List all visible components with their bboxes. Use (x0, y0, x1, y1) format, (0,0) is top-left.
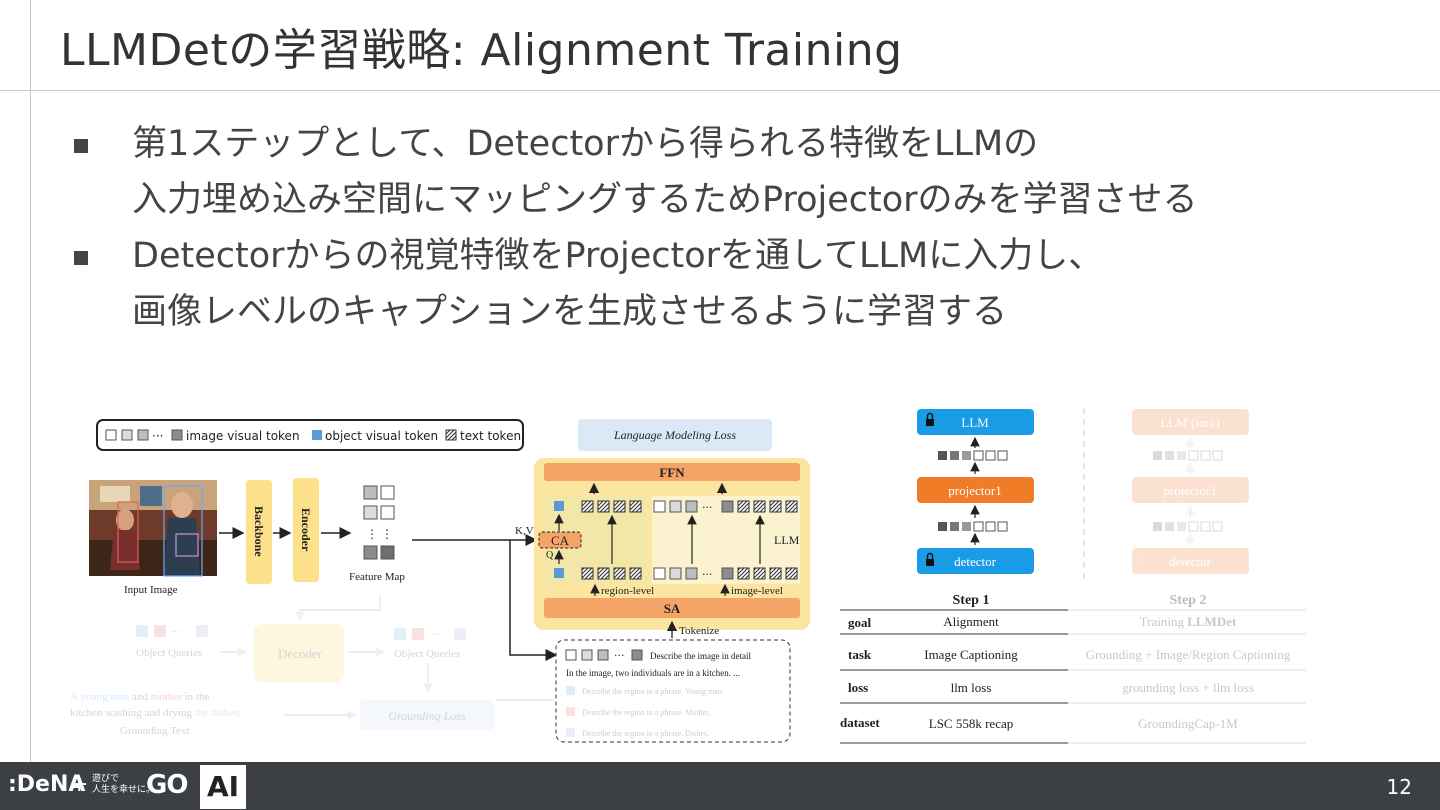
kv-label: K,V (515, 525, 534, 537)
svg-text:⋮ ⋮: ⋮ ⋮ (366, 527, 393, 541)
bullet-line: 画像レベルのキャプションを生成させるように学習する (132, 292, 1008, 332)
faded-region-prompts: Describe the region in a phrase. Young m… (566, 686, 724, 738)
bullet-line: 第1ステップとして、Detectorから得られる特徴をLLMの (132, 124, 1039, 164)
square-bullet-icon (74, 139, 88, 153)
object-queries-label-2: Object Queries (394, 648, 460, 660)
dena-logo: :DeNA (8, 772, 86, 797)
caption-text: In the image, two individuals are in a k… (566, 668, 740, 678)
input-image-label: Input Image (124, 584, 178, 596)
token-legend: ··· image visual token object visual tok… (96, 419, 524, 451)
feature-map: ⋮ ⋮ (363, 485, 395, 560)
table-row: dataset LSC 558k recap GroundingCap-1M (840, 715, 1238, 731)
bullet-line: 入力埋め込み空間にマッピングするためProjectorのみを学習させる (132, 180, 1198, 220)
step1-projector-label: projector1 (948, 483, 1001, 498)
svg-text:···: ··· (702, 568, 713, 581)
image-level-label: image-level (731, 585, 783, 597)
grounding-loss-label: Grounding Loss (388, 709, 466, 723)
ffn-label: FFN (659, 465, 685, 480)
svg-text:Describe the region in a phras: Describe the region in a phrase. Young m… (582, 687, 724, 696)
legend-text-token: text token (460, 429, 521, 443)
region-level-label: region-level (601, 585, 654, 597)
left-rule (30, 0, 31, 762)
faded-grounding-branch: ··· Object Queries Decoder ··· Object Qu… (70, 595, 554, 737)
step2-projector-label: projector1 (1163, 483, 1216, 498)
svg-text:task: task (848, 647, 872, 662)
page-number: 12 (1386, 775, 1412, 799)
svg-text:GroundingCap-1M: GroundingCap-1M (1138, 716, 1238, 731)
legend-dots: ··· (152, 429, 163, 443)
svg-text:Image Captioning: Image Captioning (924, 647, 1018, 662)
ai-badge: AI (200, 765, 246, 809)
legend-image-token: image visual token (186, 429, 300, 443)
svg-text:Grounding + Image/Region Capti: Grounding + Image/Region Captioning (1086, 647, 1291, 662)
training-steps-table: Step 1 Step 2 goal Alignment Training LL… (840, 593, 1306, 744)
backbone-label: Backbone (252, 506, 266, 557)
llmdet-architecture-figure: ··· image visual token object visual tok… (70, 408, 1306, 744)
svg-text:LSC 558k recap: LSC 558k recap (929, 716, 1013, 731)
ffn-output-arrows (588, 482, 728, 494)
llm-block-label: LLM (774, 533, 800, 547)
input-image-photo (89, 480, 217, 577)
llm-top-tokens: ··· (554, 500, 798, 514)
bullet-item: 第1ステップとして、Detectorから得られる特徴をLLMの 入力埋め込み空間… (74, 116, 1414, 228)
llm-bottom-tokens: ··· (554, 567, 798, 581)
step1-detector-label: detector (954, 554, 997, 569)
step2-llm-label: LLM (lora) (1160, 415, 1220, 430)
square-bullet-icon (74, 251, 88, 265)
ca-label: CA (551, 533, 570, 548)
legend-object-token: object visual token (325, 429, 438, 443)
table-row: task Image Captioning Grounding + Image/… (848, 647, 1291, 662)
svg-text:···: ··· (614, 649, 625, 662)
plus-sign: + (70, 772, 89, 797)
object-queries-label: Object Queries (136, 647, 202, 659)
step1-llm-label: LLM (961, 415, 989, 430)
encoder-label: Encoder (299, 508, 313, 552)
title-rule (0, 90, 1440, 91)
grounding-text-label: Grounding Text (120, 725, 190, 737)
tokenize-label: Tokenize (679, 625, 719, 637)
q-label: Q (546, 550, 554, 561)
sa-label: SA (664, 601, 681, 616)
svg-text:loss: loss (848, 680, 868, 695)
svg-text:···: ··· (702, 501, 713, 514)
bullet-line: Detectorからの視覚特徴をProjectorを通してLLMに入力し、 (132, 236, 1104, 276)
svg-text:Training LLMDet: Training LLMDet (1140, 614, 1237, 629)
ai-label: AI (206, 770, 240, 803)
feature-map-label: Feature Map (349, 571, 405, 583)
svg-text:Describe the region in a phras: Describe the region in a phrase. Mother. (582, 708, 710, 717)
table-row: loss llm loss grounding loss + llm loss (848, 680, 1254, 695)
step2-title: Step 2 (1170, 593, 1207, 608)
table-row: goal Alignment Training LLMDet (848, 614, 1237, 630)
svg-text:grounding loss + llm loss: grounding loss + llm loss (1122, 680, 1254, 695)
svg-text:Alignment: Alignment (943, 614, 999, 629)
svg-text:···: ··· (428, 628, 439, 641)
svg-text:Describe the region in a phras: Describe the region in a phrase. Dishes. (582, 729, 709, 738)
slide-title: LLMDetの学習戦略: Alignment Training (60, 25, 903, 76)
grounding-text-line2: kitchen washing and drying the dishes. (70, 707, 241, 719)
step1-pipeline: LLM projector1 detector (917, 409, 1034, 574)
step2-detector-label: detector (1169, 554, 1212, 569)
go-logo: GO (146, 770, 188, 800)
svg-text:goal: goal (848, 615, 872, 630)
step1-title: Step 1 (953, 593, 990, 608)
bullet-list: 第1ステップとして、Detectorから得られる特徴をLLMの 入力埋め込み空間… (74, 116, 1414, 340)
bullet-item: Detectorからの視覚特徴をProjectorを通してLLMに入力し、 画像… (74, 228, 1414, 340)
svg-text:llm loss: llm loss (951, 680, 992, 695)
decoder-label: Decoder (278, 646, 323, 661)
tagline-logo: 遊びで 人生を幸せに。 (92, 774, 156, 795)
svg-text:dataset: dataset (840, 715, 880, 730)
svg-text:···: ··· (170, 625, 181, 638)
lm-loss-label: Language Modeling Loss (613, 428, 736, 442)
grounding-text-line1: A young man and mother in the (70, 691, 209, 703)
prompt-main-text: Describe the image in detail (650, 651, 751, 661)
step2-pipeline: LLM (lora) projector1 detector (1132, 409, 1249, 574)
footer-bar: :DeNA + 遊びで 人生を幸せに。 GO AI 12 (0, 762, 1440, 810)
